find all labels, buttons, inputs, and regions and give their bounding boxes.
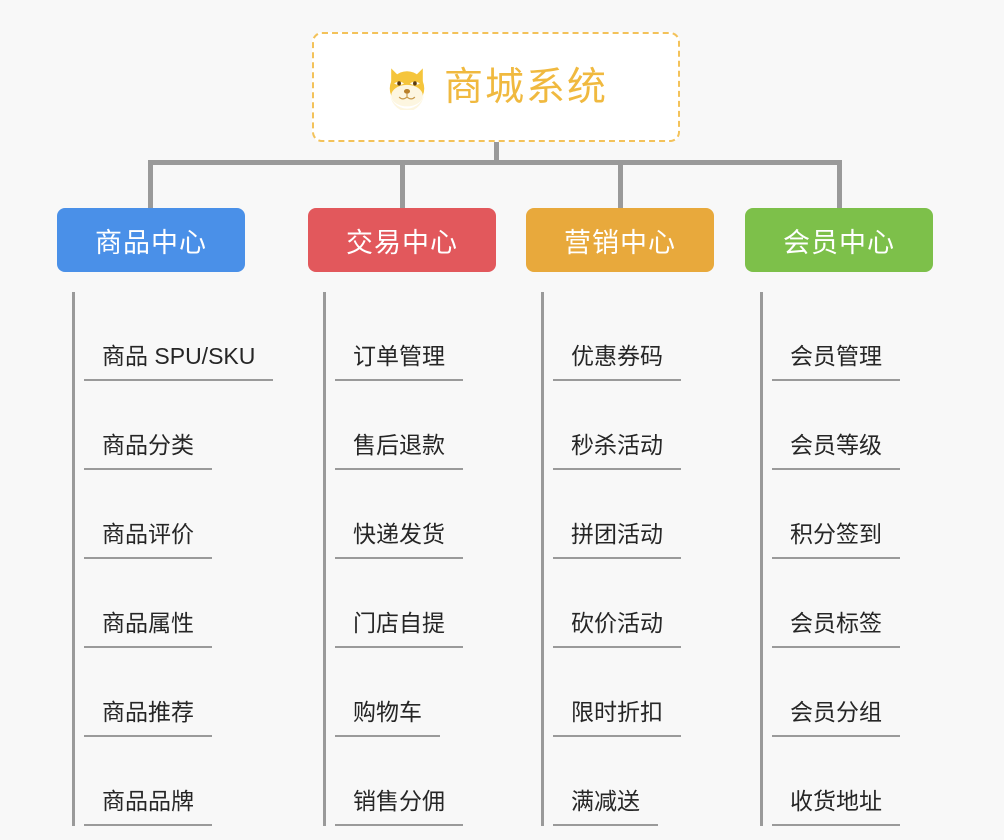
connector-drop-1 <box>148 160 153 210</box>
leaf-item[interactable]: 商品推荐 <box>72 648 245 737</box>
leaf-item[interactable]: 快递发货 <box>323 470 496 559</box>
category-column-marketing-center: 营销中心优惠券码秒杀活动拼团活动砍价活动限时折扣满减送 <box>526 208 714 826</box>
category-header-label: 营销中心 <box>564 227 676 258</box>
leaf-item[interactable]: 商品分类 <box>72 381 245 470</box>
category-header-label: 商品中心 <box>95 227 207 258</box>
leaf-item-label: 订单管理 <box>335 345 463 381</box>
leaf-item[interactable]: 会员管理 <box>760 292 933 381</box>
leaf-item[interactable]: 砍价活动 <box>541 559 714 648</box>
connector-horizontal-bus <box>148 160 842 165</box>
leaf-item[interactable]: 会员分组 <box>760 648 933 737</box>
leaf-item[interactable]: 满减送 <box>541 737 714 826</box>
leaf-item-label: 会员分组 <box>772 701 900 737</box>
leaf-item[interactable]: 订单管理 <box>323 292 496 381</box>
leaf-item-label: 购物车 <box>335 701 440 737</box>
leaf-item[interactable]: 门店自提 <box>323 559 496 648</box>
connector-vertical-stem <box>72 292 75 826</box>
leaf-item-label: 满减送 <box>553 790 658 826</box>
connector-drop-2 <box>400 160 405 210</box>
leaf-item[interactable]: 积分签到 <box>760 470 933 559</box>
leaf-item[interactable]: 售后退款 <box>323 381 496 470</box>
leaf-item-label: 收货地址 <box>772 790 900 826</box>
leaf-item-label: 会员管理 <box>772 345 900 381</box>
leaf-item-label: 积分签到 <box>772 523 900 559</box>
category-header-trade-center[interactable]: 交易中心 <box>308 208 496 272</box>
leaf-item-label: 商品属性 <box>84 612 212 648</box>
leaf-item-label: 商品品牌 <box>84 790 212 826</box>
connector-root-stem <box>494 142 499 164</box>
leaf-item[interactable]: 优惠券码 <box>541 292 714 381</box>
category-header-label: 会员中心 <box>783 227 895 258</box>
leaf-item-label: 售后退款 <box>335 434 463 470</box>
leaf-item-label: 秒杀活动 <box>553 434 681 470</box>
leaf-item-label: 拼团活动 <box>553 523 681 559</box>
leaf-item[interactable]: 商品 SPU/SKU <box>72 292 274 381</box>
leaf-item-label: 砍价活动 <box>553 612 681 648</box>
leaf-item-label: 会员等级 <box>772 434 900 470</box>
leaf-item[interactable]: 秒杀活动 <box>541 381 714 470</box>
leaf-item-label: 门店自提 <box>335 612 463 648</box>
leaf-item-label: 优惠券码 <box>553 345 681 381</box>
leaf-list-member-center: 会员管理会员等级积分签到会员标签会员分组收货地址 <box>760 292 933 826</box>
leaf-item-label: 商品分类 <box>84 434 212 470</box>
leaf-item-label: 商品推荐 <box>84 701 212 737</box>
root-node-card[interactable]: 商城系统 <box>312 32 680 142</box>
connector-vertical-stem <box>323 292 326 826</box>
connector-vertical-stem <box>760 292 763 826</box>
connector-vertical-stem <box>541 292 544 826</box>
leaf-item[interactable]: 会员标签 <box>760 559 933 648</box>
leaf-item-label: 快递发货 <box>335 523 463 559</box>
leaf-item[interactable]: 商品品牌 <box>72 737 245 826</box>
leaf-item-label: 会员标签 <box>772 612 900 648</box>
leaf-item[interactable]: 收货地址 <box>760 737 933 826</box>
leaf-item-label: 销售分佣 <box>335 790 463 826</box>
leaf-item[interactable]: 拼团活动 <box>541 470 714 559</box>
leaf-item[interactable]: 商品属性 <box>72 559 245 648</box>
connector-drop-3 <box>618 160 623 210</box>
leaf-item[interactable]: 销售分佣 <box>323 737 496 826</box>
category-header-label: 交易中心 <box>346 227 458 258</box>
leaf-list-trade-center: 订单管理售后退款快递发货门店自提购物车销售分佣 <box>323 292 496 826</box>
leaf-item-label: 商品 SPU/SKU <box>84 345 274 381</box>
category-column-member-center: 会员中心会员管理会员等级积分签到会员标签会员分组收货地址 <box>745 208 933 826</box>
leaf-list-product-center: 商品 SPU/SKU 商品分类商品评价商品属性商品推荐商品品牌 <box>72 292 274 826</box>
root-title: 商城系统 <box>443 65 608 109</box>
leaf-item[interactable]: 限时折扣 <box>541 648 714 737</box>
connector-drop-4 <box>837 160 842 210</box>
leaf-item[interactable]: 商品评价 <box>72 470 245 559</box>
leaf-item-label: 商品评价 <box>84 523 212 559</box>
leaf-item[interactable]: 会员等级 <box>760 381 933 470</box>
category-header-member-center[interactable]: 会员中心 <box>745 208 933 272</box>
leaf-item-label: 限时折扣 <box>553 701 681 737</box>
leaf-list-marketing-center: 优惠券码秒杀活动拼团活动砍价活动限时折扣满减送 <box>541 292 714 826</box>
category-column-product-center: 商品中心商品 SPU/SKU 商品分类商品评价商品属性商品推荐商品品牌 <box>57 208 274 826</box>
category-header-marketing-center[interactable]: 营销中心 <box>526 208 714 272</box>
leaf-item[interactable]: 购物车 <box>323 648 496 737</box>
category-header-product-center[interactable]: 商品中心 <box>57 208 245 272</box>
category-column-trade-center: 交易中心订单管理售后退款快递发货门店自提购物车销售分佣 <box>308 208 496 826</box>
shiba-dog-icon <box>384 64 430 110</box>
